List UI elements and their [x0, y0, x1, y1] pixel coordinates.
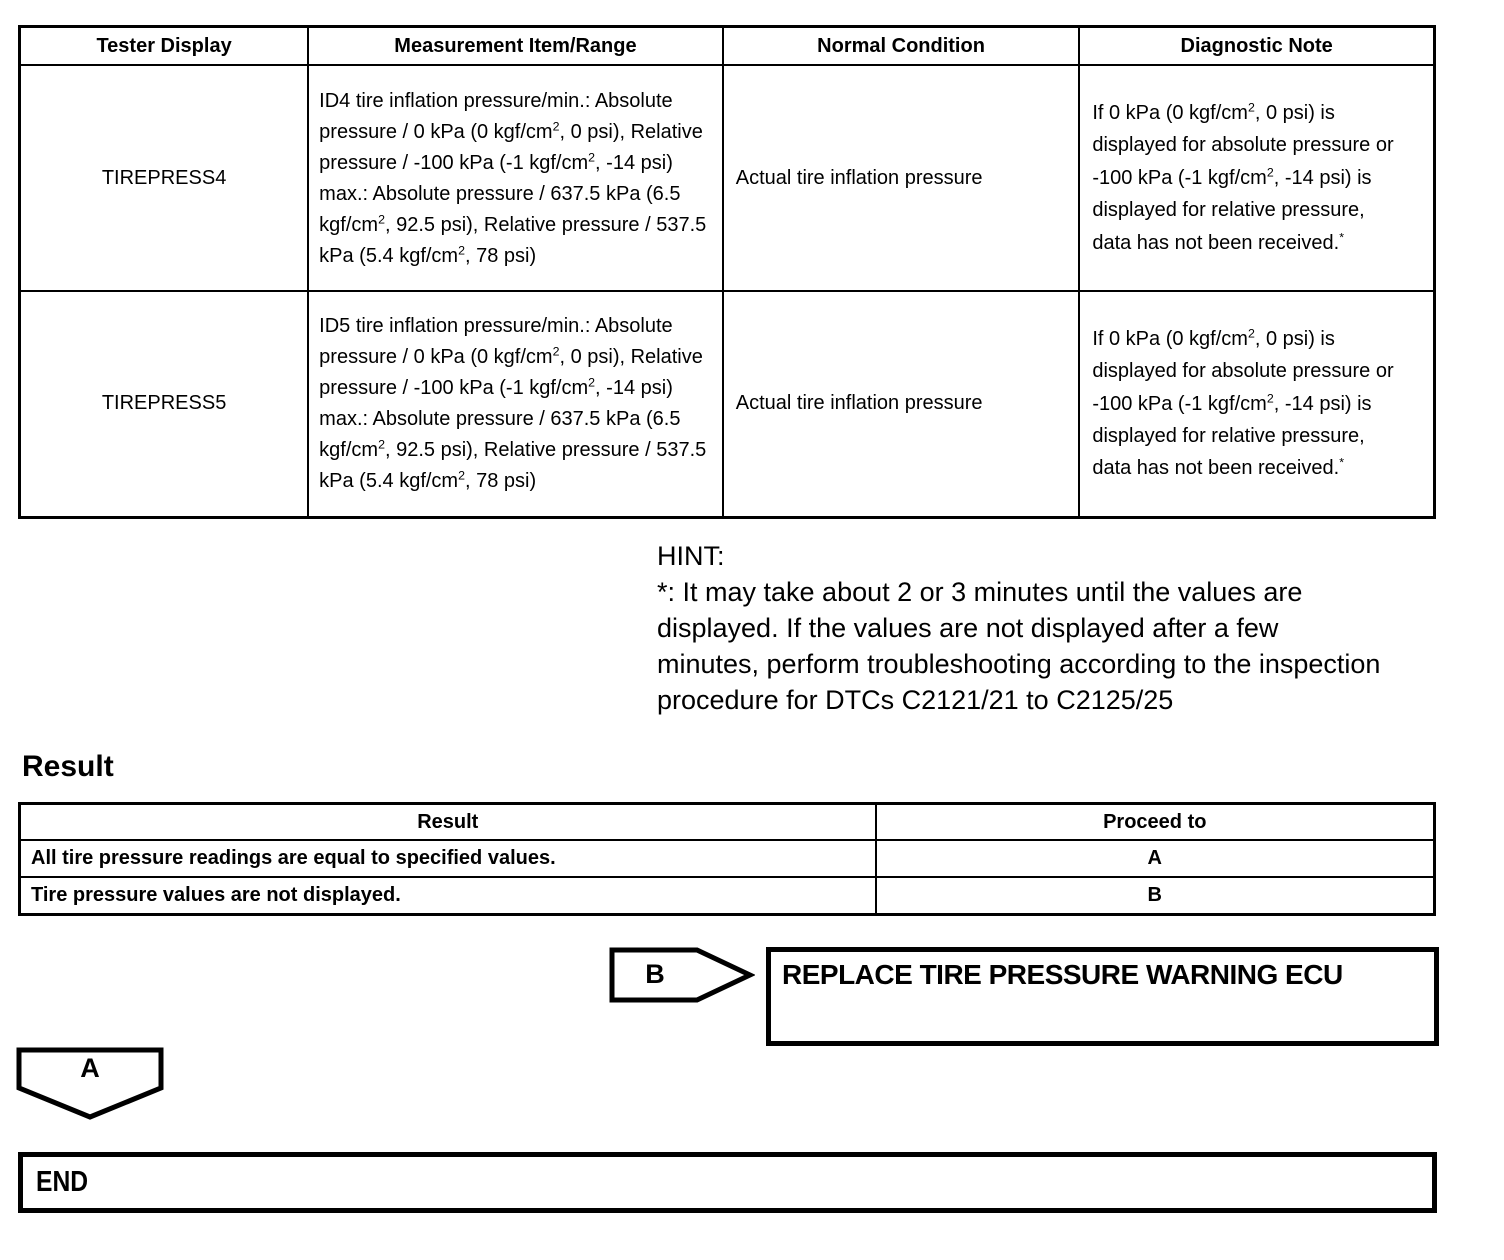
- result-cell: All tire pressure readings are equal to …: [18, 839, 877, 878]
- tester-display-cell: TIREPRESS5: [18, 290, 310, 518]
- tester-display-cell: TIREPRESS4: [18, 64, 310, 292]
- action-box-label: REPLACE TIRE PRESSURE WARNING ECU: [782, 959, 1343, 990]
- header-result: Result: [18, 802, 877, 841]
- result-table-header-row: Result Proceed to: [18, 802, 1436, 841]
- header-diagnostic-note: Diagnostic Note: [1078, 25, 1436, 66]
- diagnostic-note-cell: If 0 kPa (0 kgf/cm2, 0 psi) is displayed…: [1078, 64, 1436, 292]
- hint-label: HINT:: [657, 541, 725, 571]
- connector-a: A: [16, 1047, 164, 1120]
- table-row-tirepress4: TIREPRESS4 ID4 tire inflation pressure/m…: [18, 64, 1436, 292]
- result-table: Result Proceed to All tire pressure read…: [18, 802, 1436, 916]
- result-row: Tire pressure values are not displayed. …: [18, 876, 1436, 915]
- end-box: END: [18, 1152, 1437, 1213]
- main-table-header-row: Tester Display Measurement Item/Range No…: [18, 25, 1436, 66]
- normal-condition-cell: Actual tire inflation pressure: [721, 64, 1081, 292]
- header-normal-condition: Normal Condition: [721, 25, 1081, 66]
- b-connector-label: B: [645, 958, 665, 989]
- replace-ecu-action-box: REPLACE TIRE PRESSURE WARNING ECU: [766, 947, 1439, 1046]
- end-label: END: [36, 1166, 89, 1198]
- table-row-tirepress5: TIREPRESS5 ID5 tire inflation pressure/m…: [18, 290, 1436, 518]
- a-connector-label: A: [80, 1052, 100, 1083]
- measurement-cell: ID5 tire inflation pressure/min.: Absolu…: [307, 290, 724, 518]
- hint-text: *: It may take about 2 or 3 minutes unti…: [657, 577, 1381, 715]
- diagnostic-note-cell: If 0 kPa (0 kgf/cm2, 0 psi) is displayed…: [1078, 290, 1436, 518]
- header-measurement-item-range: Measurement Item/Range: [307, 25, 724, 66]
- a-pentagon-icon: [16, 1047, 164, 1120]
- proceed-to-cell: A: [874, 839, 1436, 878]
- tester-display-table: Tester Display Measurement Item/Range No…: [18, 25, 1436, 519]
- header-proceed-to: Proceed to: [874, 802, 1436, 841]
- b-arrow-icon: [609, 947, 755, 1003]
- normal-condition-cell: Actual tire inflation pressure: [721, 290, 1081, 518]
- connector-b: B: [609, 946, 755, 1004]
- result-section-heading: Result: [22, 750, 114, 783]
- proceed-to-cell: B: [874, 876, 1436, 915]
- hint-block: HINT: *: It may take about 2 or 3 minute…: [657, 538, 1387, 718]
- measurement-cell: ID4 tire inflation pressure/min.: Absolu…: [307, 64, 724, 292]
- result-row: All tire pressure readings are equal to …: [18, 839, 1436, 878]
- header-tester-display: Tester Display: [18, 25, 310, 66]
- result-cell: Tire pressure values are not displayed.: [18, 876, 877, 915]
